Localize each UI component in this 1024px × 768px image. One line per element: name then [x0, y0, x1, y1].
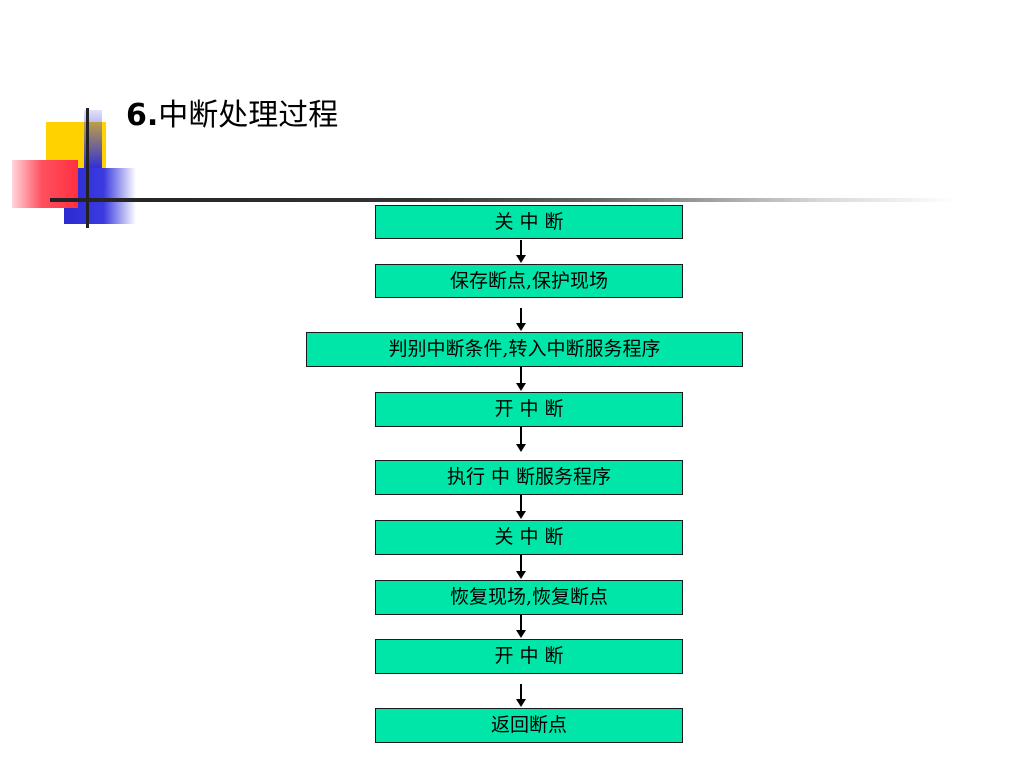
flow-step-9: 返回断点 — [375, 708, 683, 743]
logo-vertical-line — [86, 108, 89, 228]
flow-step-2: 保存断点,保护现场 — [375, 264, 683, 298]
flow-arrow-6 — [516, 555, 526, 579]
title-text: 中断处理过程 — [158, 98, 339, 133]
flow-step-1: 关 中 断 — [375, 205, 683, 239]
title-underline — [50, 198, 960, 202]
flow-arrow-8 — [516, 684, 526, 707]
flow-step-8: 开 中 断 — [375, 639, 683, 674]
flow-step-4: 开 中 断 — [375, 392, 683, 427]
flow-arrow-3 — [516, 367, 526, 391]
flow-arrow-2 — [516, 308, 526, 331]
flow-step-7: 恢复现场,恢复断点 — [375, 580, 683, 615]
page-title: 6.中断处理过程 — [126, 90, 338, 134]
flow-arrow-7 — [516, 615, 526, 638]
flow-step-5: 执行 中 断服务程序 — [375, 460, 683, 495]
flow-arrow-5 — [516, 495, 526, 519]
title-number: 6. — [126, 98, 159, 133]
flow-arrow-4 — [516, 427, 526, 452]
flow-step-6: 关 中 断 — [375, 520, 683, 555]
flow-arrow-1 — [516, 240, 526, 263]
flow-step-3: 判别中断条件,转入中断服务程序 — [306, 332, 743, 367]
